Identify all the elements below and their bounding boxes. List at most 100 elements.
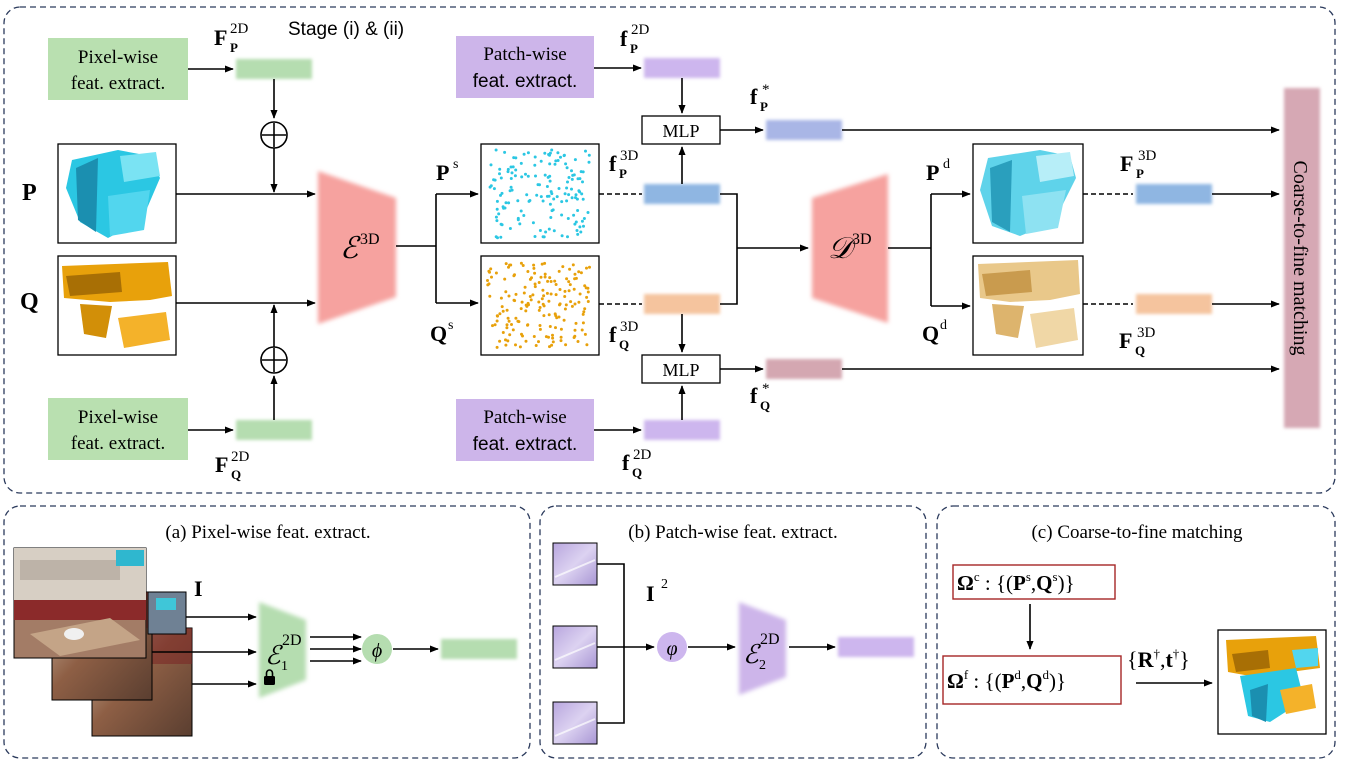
point-dot [581, 312, 585, 316]
point-dot [543, 261, 547, 265]
label-sub: Q [231, 467, 241, 482]
point-dot [564, 303, 568, 307]
label-sub: Q [619, 337, 629, 352]
set-open: : {( [968, 669, 1001, 693]
patch-wise-box-top: Patch-wise feat. extract. [456, 36, 594, 98]
point-dot [556, 151, 560, 155]
point-dot [518, 345, 522, 349]
patch-wise-line1: Patch-wise [483, 44, 566, 65]
label-base: f [622, 450, 630, 475]
plus-icon [260, 121, 288, 149]
point-dot [514, 168, 518, 172]
point-dot [495, 345, 499, 349]
point-dot [559, 155, 562, 159]
point-dot [514, 292, 518, 296]
point-dot [518, 222, 522, 226]
label-Qd: Q d [922, 318, 947, 346]
label-sub: Q [632, 465, 642, 480]
point-dot [498, 172, 501, 176]
point-dot [504, 262, 508, 266]
point-dot [552, 197, 556, 201]
point-dot [547, 227, 551, 231]
point-dot [490, 275, 493, 279]
point-dot [532, 335, 536, 338]
point-dot [510, 323, 513, 326]
point-dot [509, 263, 513, 267]
point-dot [555, 316, 559, 320]
point-dot [570, 177, 574, 181]
panel-a-frame [3, 505, 531, 759]
fine-correspondence-box: Ωf : {(Pd,Qd)} [942, 655, 1122, 705]
set-comma: , [1021, 669, 1026, 693]
point-dot [577, 270, 581, 274]
label-sup: * [762, 381, 770, 397]
point-dot [532, 266, 536, 270]
point-dot [585, 343, 589, 347]
point-dot [585, 266, 588, 270]
point-dot [565, 199, 569, 203]
set-p: P [1002, 669, 1015, 693]
point-dot [550, 209, 554, 213]
point-dot [519, 307, 523, 311]
pose-output-label: {R†,t†} [1127, 646, 1190, 672]
mlp-box-top: MLP [641, 115, 721, 145]
point-dot [506, 339, 510, 343]
point-dot [488, 294, 492, 298]
patch-wise-line1: Patch-wise [483, 407, 566, 428]
point-dot [494, 215, 498, 219]
label-base: Q [430, 321, 447, 346]
rgb-frame [147, 591, 187, 635]
point-dot [537, 340, 540, 344]
label-sup: d [943, 157, 950, 172]
point-dot [504, 290, 508, 294]
panel-c-frame [936, 505, 1336, 759]
point-dot [565, 186, 569, 190]
patch-feature-q [644, 420, 720, 440]
point-dot [539, 275, 543, 279]
point-dot [587, 153, 591, 157]
point-dot [546, 175, 550, 179]
label-Ps: P s [436, 157, 458, 185]
point-dot [495, 199, 499, 203]
patch-wise-box-bottom: Patch-wise feat. extract. [456, 399, 594, 461]
point-dot [489, 267, 493, 271]
point-dot [548, 345, 551, 349]
point-dot [528, 295, 532, 298]
point-dot [571, 173, 575, 177]
point-dot [520, 175, 524, 179]
fused-feature-p [766, 120, 842, 140]
decoder-3d: 𝒟 3D [812, 174, 888, 323]
point-dot [507, 294, 511, 298]
point-dot [581, 197, 585, 201]
point-dot [572, 287, 576, 291]
point-dot [513, 299, 517, 303]
point-dot [501, 331, 505, 334]
point-dot [579, 170, 583, 174]
point-dot [548, 179, 552, 183]
point-dot [579, 230, 583, 234]
point-dot [497, 212, 501, 216]
point-dot [495, 319, 499, 323]
panel-b-frame [539, 505, 927, 759]
point-dot [583, 307, 587, 311]
point-cloud-p-dense [972, 143, 1084, 244]
point-dot [534, 344, 538, 347]
mlp-label: MLP [662, 360, 699, 380]
label-sup: 2D [631, 22, 650, 38]
point-dot [530, 276, 533, 280]
point-dot [566, 180, 569, 184]
point-dot [493, 323, 497, 327]
label-FP3D: F P 3D [1120, 148, 1157, 181]
point-dot [560, 200, 564, 204]
point-dot [513, 174, 517, 178]
point-dot [533, 163, 537, 167]
point-dot [567, 289, 571, 293]
point-dot [537, 281, 541, 284]
translation-sup: † [1173, 646, 1180, 661]
point-dot [509, 185, 513, 189]
point-dot [521, 334, 524, 338]
point-dot [516, 199, 520, 203]
point-dot [534, 174, 537, 178]
decoder-sup: 3D [852, 231, 872, 248]
svg-text:{R†,t†}: {R†,t†} [1127, 646, 1190, 672]
